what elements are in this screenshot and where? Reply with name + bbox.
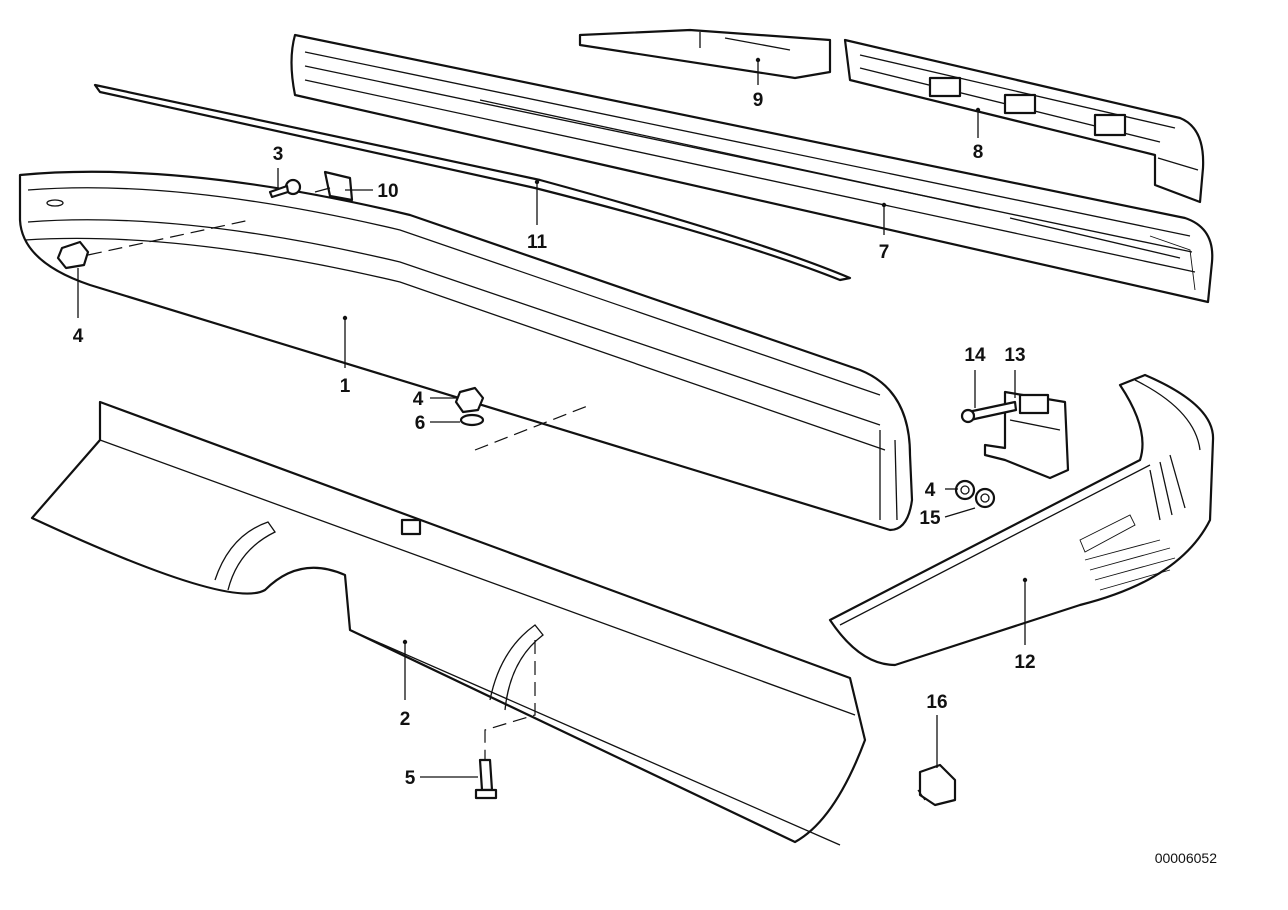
callout-11: 11 [527, 232, 548, 253]
callout-9: 9 [753, 90, 764, 111]
callout-15: 15 [919, 508, 941, 529]
callout-10: 10 [377, 181, 398, 202]
leader-lines [77, 57, 1028, 778]
callout-7: 7 [879, 242, 890, 263]
callout-8: 8 [973, 142, 984, 163]
callout-4-center: 4 [413, 389, 424, 410]
bumper-shell-part-7 [290, 33, 1214, 304]
diagram-id: 00006052 [1155, 850, 1218, 866]
clip-part-16 [917, 763, 957, 807]
callout-14: 14 [964, 345, 986, 366]
trim-strip-part-11 [93, 83, 852, 282]
clip-part-10 [314, 170, 354, 202]
bolt-part-14 [960, 400, 1018, 424]
callout-3: 3 [273, 144, 284, 165]
screw-part-3 [268, 178, 302, 199]
bumper-bar-part-1 [18, 170, 914, 532]
callout-13: 13 [1004, 345, 1025, 366]
side-cap-part-12 [828, 373, 1215, 667]
bracket-part-13 [983, 390, 1070, 480]
washer-part-15 [974, 487, 996, 509]
callout-2: 2 [400, 709, 411, 730]
callout-4-left: 4 [73, 326, 84, 347]
spoiler-part-2 [30, 400, 867, 846]
callout-4-right: 4 [925, 480, 936, 501]
callout-12: 12 [1014, 652, 1035, 673]
nut-part-4-left [56, 240, 90, 270]
nut-part-4-right [954, 479, 976, 501]
nut-part-4-center [454, 386, 485, 414]
bracket-part-9 [578, 28, 832, 80]
callout-16: 16 [926, 692, 947, 713]
callout-6: 6 [415, 413, 426, 434]
washer-part-6 [459, 413, 485, 427]
assembly-line-left [87, 219, 251, 256]
screw-part-5 [474, 758, 498, 800]
reinforcement-part-8 [843, 38, 1205, 204]
callout-1: 1 [340, 376, 351, 397]
callout-5: 5 [405, 768, 416, 789]
